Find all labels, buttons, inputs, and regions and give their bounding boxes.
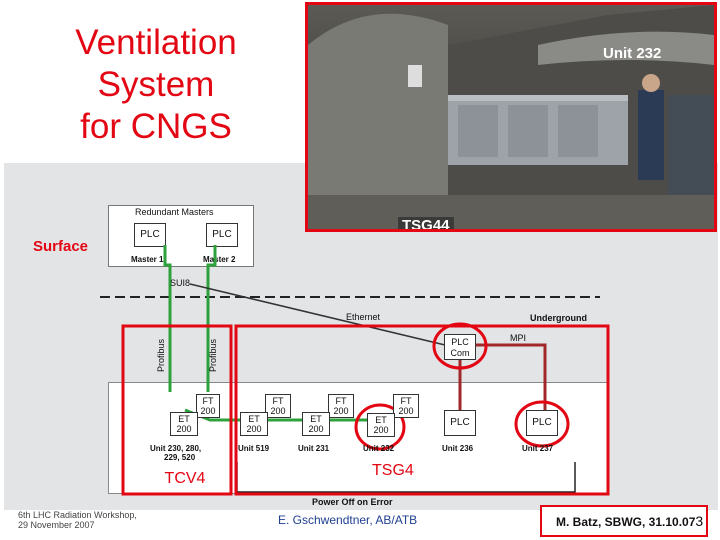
unit-519-label: Unit 519 (238, 444, 270, 453)
unit232-highlight (354, 403, 406, 451)
slide-title: Ventilation System for CNGS (40, 22, 272, 148)
unit237-highlight (514, 400, 570, 448)
master1-plc: PLC (134, 223, 166, 247)
unit-229-label: 229, 520 (164, 453, 196, 462)
page-number: 3 (695, 513, 704, 529)
tsg4-highlight (234, 324, 610, 496)
underground-label: Underground (530, 313, 587, 323)
unit-236-label: Unit 236 (442, 444, 474, 453)
master2-label: Master 2 (203, 255, 236, 264)
title-line-2: System (97, 65, 215, 104)
redundant-masters-box: Redundant Masters PLC PLC Master 1 Maste… (108, 205, 254, 267)
tsg4-label: TSG4 (372, 462, 414, 479)
plc-com: PLC Com (444, 334, 476, 360)
ethernet-line (189, 283, 446, 346)
footer-workshop: 6th LHC Radiation Workshop, 29 November … (18, 510, 137, 530)
plc-unit-237: PLC (526, 410, 558, 436)
footer-author: E. Gschwendtner, AB/ATB (278, 513, 418, 527)
tcv4-highlight (121, 324, 233, 496)
mpi-line (474, 343, 547, 410)
footer-credit: M. Batz, SBWG, 31.10.07 (556, 515, 696, 529)
unit-231-label: Unit 231 (298, 444, 330, 453)
title-line-1: Ventilation (75, 23, 237, 62)
profibus-label-2: Profibus (208, 338, 218, 372)
mpi-label: MPI (510, 333, 527, 343)
sui8-label: SUI8 (170, 278, 191, 288)
unit-232-label: Unit 232 (363, 444, 395, 453)
profibus-label-1: Profibus (156, 338, 166, 372)
master1-label: Master 1 (131, 255, 164, 264)
ethernet-label: Ethernet (346, 312, 381, 322)
footer-credit-box: M. Batz, SBWG, 31.10.073 (540, 505, 708, 537)
tunnel-photo-graphic (308, 5, 714, 229)
surface-label: Surface (33, 238, 89, 255)
unit-237-label: Unit 237 (522, 444, 554, 453)
profibus-line-1 (163, 245, 172, 392)
photo-label-unit232: Unit 232 (603, 45, 662, 62)
master2-plc: PLC (206, 223, 238, 247)
plc-unit-236: PLC (444, 410, 476, 436)
power-off-label: Power Off on Error (312, 497, 393, 507)
unit-230-label: Unit 230, 280, (150, 444, 202, 453)
tunnel-photo: Unit 232 TSG44 (305, 2, 717, 232)
profibus-line-2 (206, 245, 217, 392)
photo-label-tsg44: TSG44 (398, 217, 454, 229)
redundant-masters-title: Redundant Masters (135, 207, 214, 217)
plc-com-highlight (432, 322, 488, 370)
tcv4-label: TCV4 (156, 470, 214, 488)
title-line-3: for CNGS (80, 107, 232, 146)
